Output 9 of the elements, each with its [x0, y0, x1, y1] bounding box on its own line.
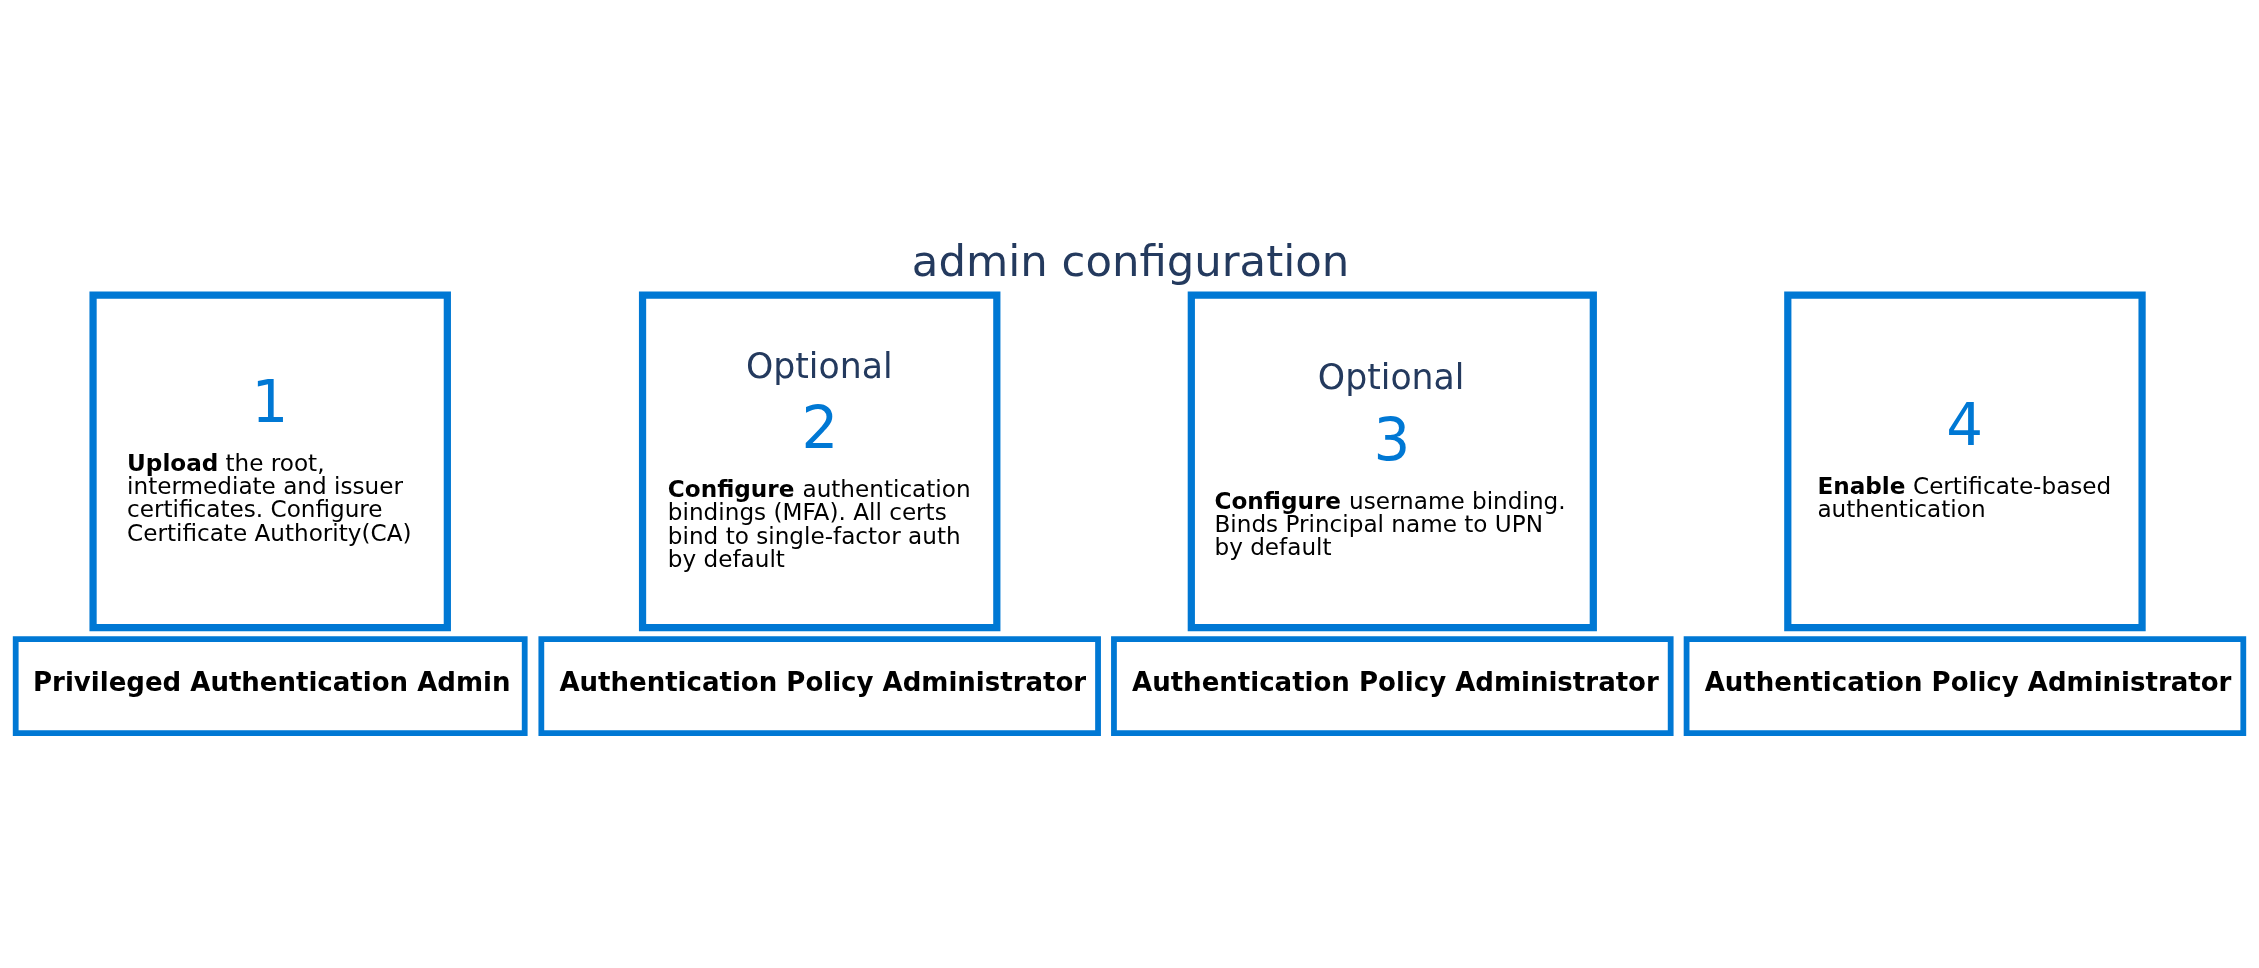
- node-box: Authentication Policy Administrator: [1111, 635, 1674, 736]
- node-box: Optional 2 Configure authentication bindings (MFA). All certs bind to single-factor auth by default: [638, 290, 1001, 631]
- diagram-title: admin configuration: [911, 235, 1350, 286]
- node-box: Authentication Policy Administrator: [1683, 635, 2247, 736]
- node-box: 1 Upload the root, intermediate and issuer certificates. Configure Certificate Authority(CA): [89, 290, 451, 631]
- node-box: Privileged Authentication Admin: [12, 635, 528, 736]
- node-box: Optional 3 Configure username binding. Binds Principal name to UPN by default: [1187, 290, 1597, 631]
- node-box: Authentication Policy Administrator: [538, 635, 1101, 736]
- node-box: 4 Enable Certificate-based authentication: [1784, 290, 2146, 631]
